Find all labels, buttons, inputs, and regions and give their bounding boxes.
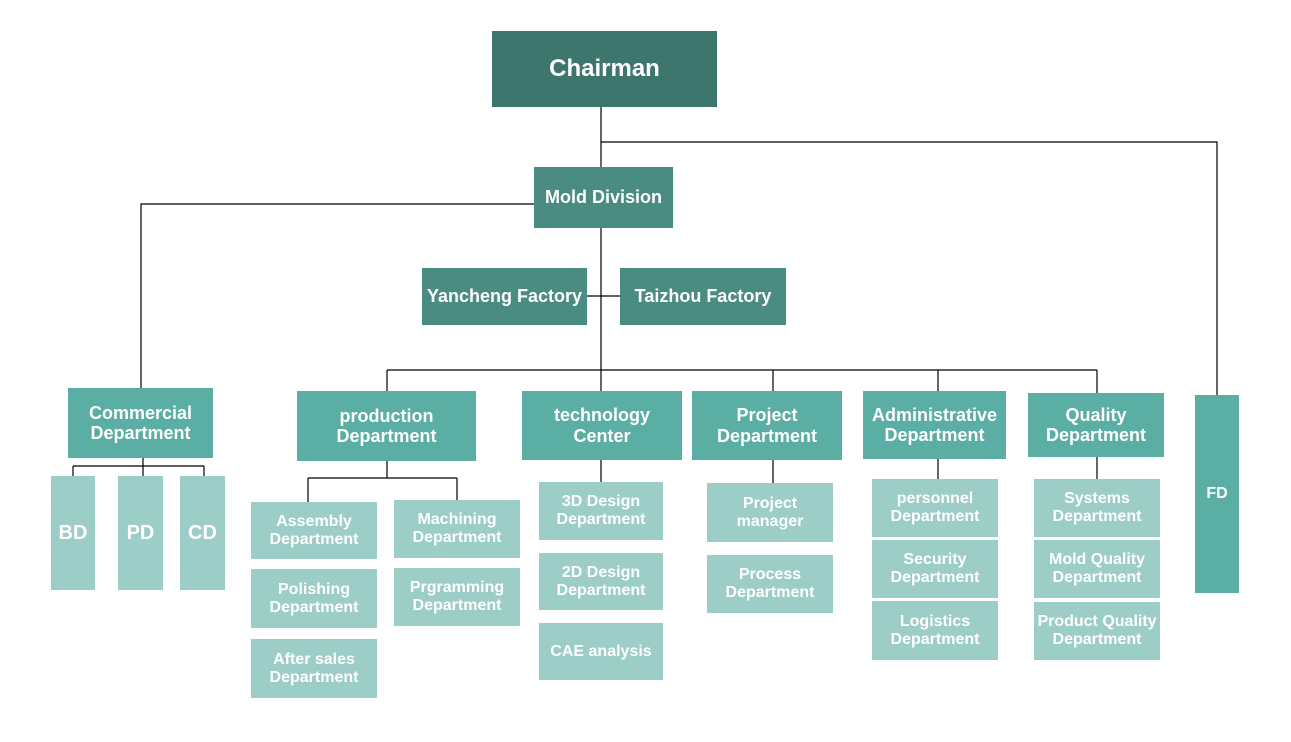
administrative-department-label: Administrative Department xyxy=(871,404,998,445)
commercial-unit-pd: PD xyxy=(118,476,163,590)
unit-label: 3D Design Department xyxy=(556,493,646,528)
unit-label: Prgramming Department xyxy=(409,579,505,614)
unit-label: Mold Quality Department xyxy=(1049,551,1145,586)
quality-department-label: Quality Department xyxy=(1045,404,1147,445)
machining-department-box: Machining Department xyxy=(394,500,520,558)
fd-box: FD xyxy=(1195,395,1239,593)
commercial-unit-cd: CD xyxy=(180,476,225,590)
connector-commercial-units xyxy=(72,458,205,476)
unit-label: 2D Design Department xyxy=(556,563,646,599)
3d-design-department-box: 3D Design Department xyxy=(539,482,663,540)
project-department-label: Project Department xyxy=(716,405,818,446)
assembly-department-box: Assembly Department xyxy=(251,502,377,559)
polishing-department-box: Polishing Department xyxy=(251,569,377,628)
mold-division-box: Mold Division xyxy=(534,167,673,228)
unit-label: Systems Department xyxy=(1052,490,1142,525)
taizhou-factory-box: Taizhou Factory xyxy=(620,268,786,325)
commercial-department-box: Commercial Department xyxy=(68,388,213,458)
commercial-department-label: Commercial Department xyxy=(88,402,193,443)
unit-label: After sales Department xyxy=(269,650,359,686)
yancheng-factory-label: Yancheng Factory xyxy=(426,286,583,307)
administrative-department-box: Administrative Department xyxy=(863,391,1006,459)
unit-label: Process Department xyxy=(725,566,815,601)
production-department-box: production Department xyxy=(297,391,476,461)
technology-center-box: technology Center xyxy=(522,391,682,460)
security-department-box: Security Department xyxy=(872,540,998,598)
commercial-unit-bd: BD xyxy=(51,476,95,590)
cae-analysis-box: CAE analysis xyxy=(539,623,663,680)
mold-division-label: Mold Division xyxy=(545,187,662,208)
connector-mold-commercial xyxy=(140,203,534,388)
systems-department-box: Systems Department xyxy=(1034,479,1160,537)
quality-department-box: Quality Department xyxy=(1028,393,1164,457)
unit-label: Logistics Department xyxy=(890,612,980,648)
connector-production-units xyxy=(307,461,458,502)
logistics-department-box: Logistics Department xyxy=(872,601,998,660)
after-sales-department-box: After sales Department xyxy=(251,639,377,698)
programming-department-box: Prgramming Department xyxy=(394,568,520,626)
2d-design-department-box: 2D Design Department xyxy=(539,553,663,610)
fd-label: FD xyxy=(1206,485,1228,503)
process-department-box: Process Department xyxy=(707,555,833,613)
project-department-box: Project Department xyxy=(692,391,842,460)
production-department-label: production Department xyxy=(336,405,437,446)
mold-quality-department-box: Mold Quality Department xyxy=(1034,540,1160,598)
unit-label: Polishing Department xyxy=(269,580,359,616)
yancheng-factory-box: Yancheng Factory xyxy=(422,268,587,325)
technology-center-label: technology Center xyxy=(553,405,650,446)
product-quality-department-box: Product Quality Department xyxy=(1034,602,1160,660)
personnel-department-box: personnel Department xyxy=(872,479,998,537)
taizhou-factory-label: Taizhou Factory xyxy=(634,286,772,307)
connector-chairman-fd xyxy=(601,141,1218,395)
commercial-unit-label: PD xyxy=(126,521,155,544)
unit-label: Product Quality Department xyxy=(1037,613,1157,648)
project-manager-box: Project manager xyxy=(707,483,833,542)
unit-label: Security Department xyxy=(890,551,980,586)
chairman-box: Chairman xyxy=(492,31,717,107)
unit-label: CAE analysis xyxy=(550,642,652,660)
unit-label: Project manager xyxy=(736,494,804,530)
unit-label: Machining Department xyxy=(412,511,502,546)
unit-label: Assembly Department xyxy=(269,512,359,548)
commercial-unit-label: CD xyxy=(188,521,217,544)
unit-label: personnel Department xyxy=(890,490,980,525)
chairman-label: Chairman xyxy=(549,54,660,82)
commercial-unit-label: BD xyxy=(58,521,88,544)
